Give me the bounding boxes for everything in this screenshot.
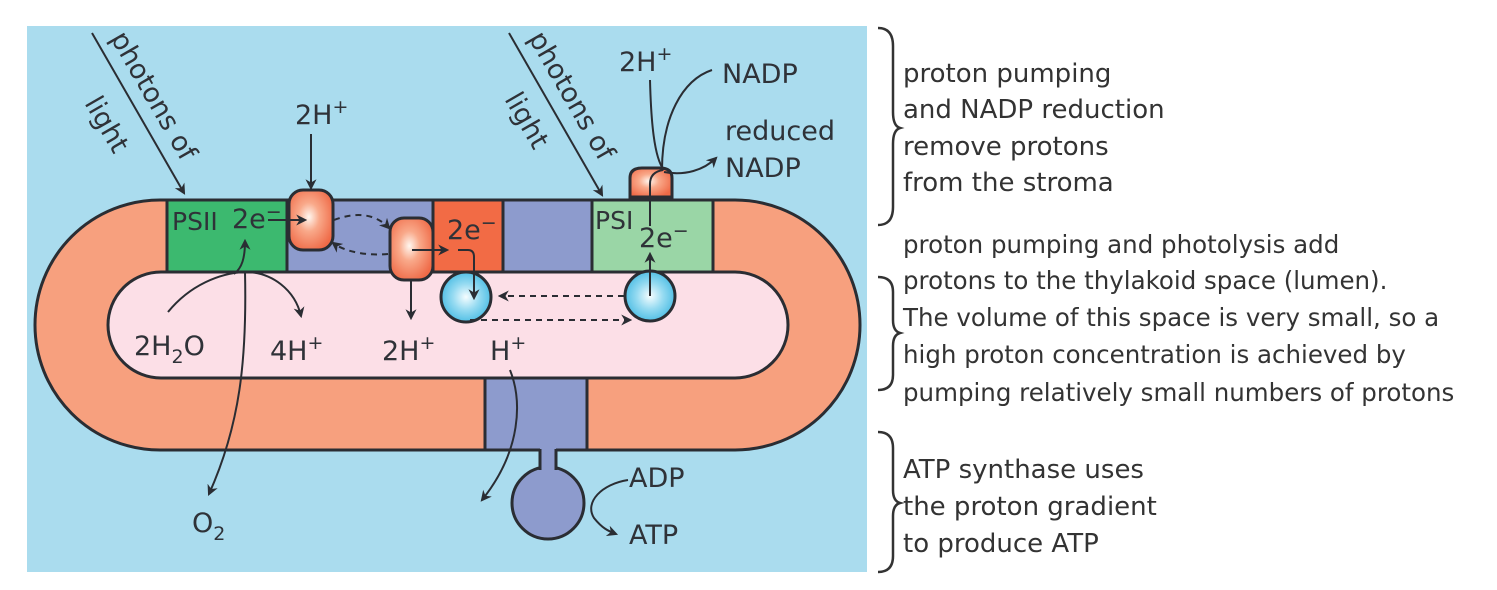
atp-label: ATP bbox=[629, 520, 678, 551]
thylakoid-lumen bbox=[106, 270, 790, 380]
synthase-annotation-brace bbox=[877, 430, 905, 574]
lumen-annotation: proton pumping and photolysis add proton… bbox=[902, 230, 1454, 407]
reduced-nadp-label-line2: NADP bbox=[725, 153, 801, 184]
annotation-line: high proton concentration is achieved by bbox=[903, 340, 1406, 369]
psii-label: PSII bbox=[172, 207, 218, 236]
light-arrow-psii bbox=[91, 32, 186, 195]
electron-cycle-arrow bbox=[333, 214, 391, 230]
atp-synthase-neck bbox=[540, 446, 556, 476]
oxygen-release-arrow bbox=[207, 271, 247, 497]
photolysis-proton-label: 4H+ bbox=[270, 332, 323, 367]
annotation-line: proton pumping bbox=[903, 59, 1111, 89]
oxygen-label: O2 bbox=[192, 508, 225, 545]
reduced-nadp-label-line1: reduced bbox=[725, 116, 835, 147]
electron-label: 2e− bbox=[232, 201, 282, 235]
annotation-line: protons to the thylakoid space (lumen). bbox=[903, 266, 1387, 295]
lumen-annotation-brace bbox=[877, 275, 905, 392]
annotation-line: proton pumping and photolysis add bbox=[903, 230, 1339, 259]
nadp-proton-label: 2H+ bbox=[619, 43, 672, 78]
reduced-nadp-arrow bbox=[663, 156, 718, 175]
electron-label: 2e− bbox=[447, 212, 497, 246]
stroma-proton-label: 2H+ bbox=[295, 96, 348, 131]
annotation-line: and NADP reduction bbox=[903, 95, 1165, 125]
electron-label: 2e− bbox=[639, 220, 689, 254]
annotation-line: from the stroma bbox=[903, 168, 1114, 198]
water-electron-arrow bbox=[233, 238, 251, 275]
synthase-proton-arrow bbox=[480, 369, 518, 502]
nadp-input-line bbox=[661, 69, 713, 171]
electron-return-arrow bbox=[331, 241, 389, 256]
plastocyanin-carrier bbox=[439, 270, 493, 324]
synthase-proton-label: H+ bbox=[490, 332, 526, 367]
electron-arrow-plastocyanin bbox=[458, 249, 480, 301]
adp-label: ADP bbox=[629, 463, 685, 494]
annotation-line: the proton gradient bbox=[903, 492, 1157, 522]
nadp-label: NADP bbox=[722, 59, 798, 90]
annotation-line: to produce ATP bbox=[903, 529, 1099, 559]
annotation-line: The volume of this space is very small, … bbox=[902, 303, 1439, 332]
electron-to-reductase-line bbox=[649, 169, 664, 226]
psi-label: PSI bbox=[595, 206, 633, 235]
atp-synthase bbox=[483, 376, 589, 541]
light-arrow-psi bbox=[508, 32, 604, 197]
adp-to-atp-arrow bbox=[590, 479, 629, 537]
annotation-line: pumping relatively small numbers of prot… bbox=[903, 378, 1454, 407]
stroma-annotation-brace bbox=[877, 26, 905, 227]
atp-synthase-head bbox=[510, 465, 586, 541]
synthase-annotation: ATP synthase uses the proton gradient to… bbox=[903, 455, 1157, 559]
water-label: 2H2O bbox=[134, 331, 205, 368]
pumped-proton-label: 2H+ bbox=[382, 332, 435, 367]
membrane-protein bbox=[501, 198, 594, 274]
atp-synthase-stem bbox=[483, 376, 589, 452]
annotation-line: ATP synthase uses bbox=[903, 455, 1144, 485]
annotation-line: remove protons bbox=[903, 132, 1109, 162]
stroma-annotation: proton pumping and NADP reduction remove… bbox=[903, 59, 1165, 198]
